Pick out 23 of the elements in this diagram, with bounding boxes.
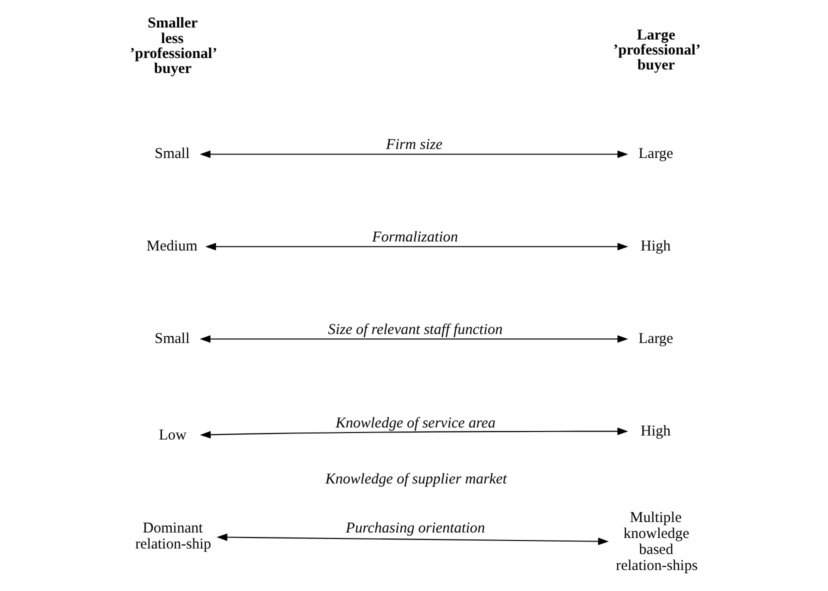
arrow	[200, 335, 628, 343]
label: Knowledge of supplier market	[325, 472, 507, 488]
arrow	[200, 150, 628, 158]
node-text: Low	[158, 428, 186, 444]
edge-label: Knowledge of service area	[336, 415, 496, 432]
label: Smaller less ’professional’ buyer	[130, 16, 218, 77]
node-text: High	[640, 238, 671, 255]
edge-label: Firm size	[386, 137, 442, 154]
node-text: Large	[638, 330, 674, 347]
arrow	[216, 533, 609, 546]
node-text: Small	[154, 330, 190, 347]
node-text: Small	[154, 146, 190, 162]
node-text: Large	[638, 146, 674, 162]
arrow	[205, 242, 628, 250]
edge-label: Formalization	[372, 229, 458, 246]
edge-label: Size of relevant staff function	[328, 322, 503, 338]
label: Large ’professional’ buyer	[613, 28, 701, 74]
node-text: Multiple knowledge based relation-ships	[616, 510, 698, 574]
arrow	[200, 428, 628, 438]
node-text: Medium	[146, 238, 198, 255]
edge-label: Purchasing orientation	[346, 520, 485, 537]
node-text: High	[640, 423, 671, 440]
node-text: Dominant relation-ship	[135, 520, 212, 553]
